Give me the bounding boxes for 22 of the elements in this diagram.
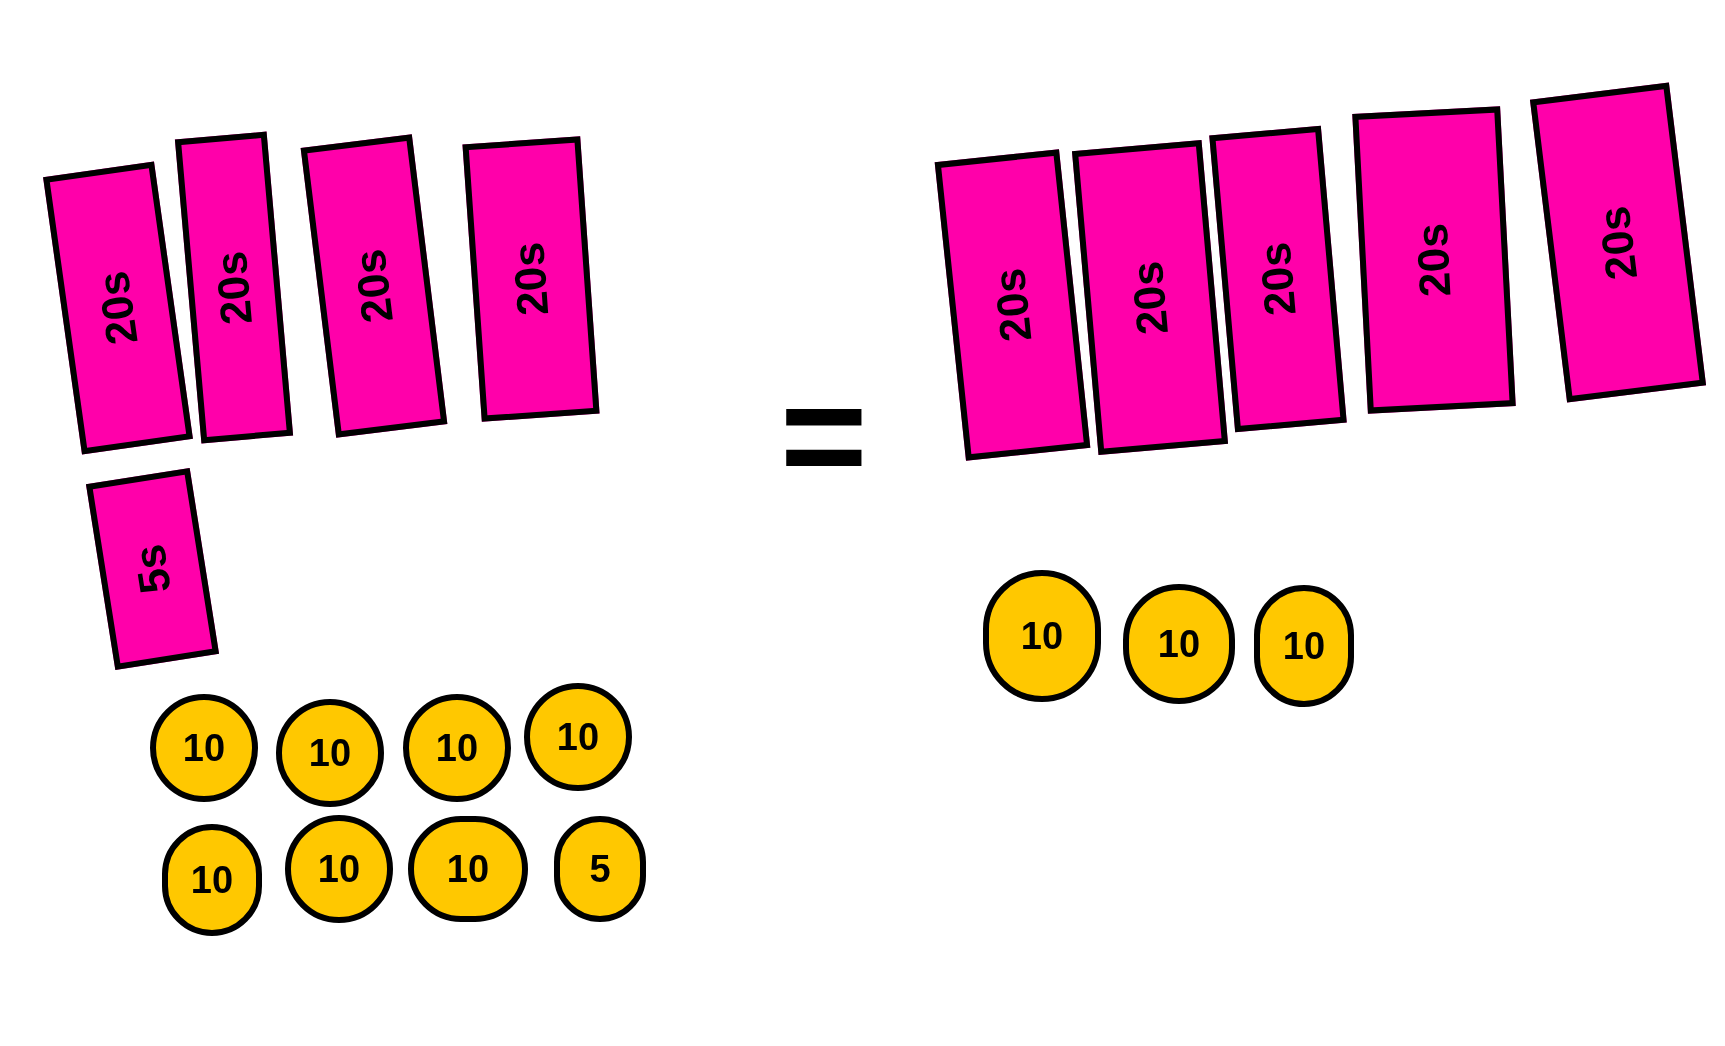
bar-value: 20s <box>1248 239 1307 319</box>
coin-value: 10 <box>1020 613 1064 659</box>
bar-value: 5s <box>122 540 182 599</box>
bar-value: 20s <box>1120 258 1179 337</box>
bar-value: 20s <box>982 265 1042 345</box>
bar-value: 20s <box>87 267 148 349</box>
coin-value: 10 <box>435 725 479 771</box>
coin-value: 10 <box>1282 623 1326 669</box>
bar-value: 20s <box>343 245 404 327</box>
bar-value: 20s <box>204 248 263 327</box>
coin-value: 10 <box>182 725 226 771</box>
bar-value: 20s <box>1587 202 1648 283</box>
coin-value: 10 <box>446 846 490 892</box>
coin-value: 10 <box>556 714 600 760</box>
coin-value: 10 <box>190 857 234 903</box>
bar-value: 20s <box>502 240 559 318</box>
equals-sign: = <box>780 360 868 510</box>
coin-value: 10 <box>1157 621 1201 667</box>
coin-value: 5 <box>589 846 611 892</box>
coin-value: 10 <box>317 846 361 892</box>
coin-value: 10 <box>308 730 352 776</box>
bar-value: 20s <box>1406 221 1461 299</box>
